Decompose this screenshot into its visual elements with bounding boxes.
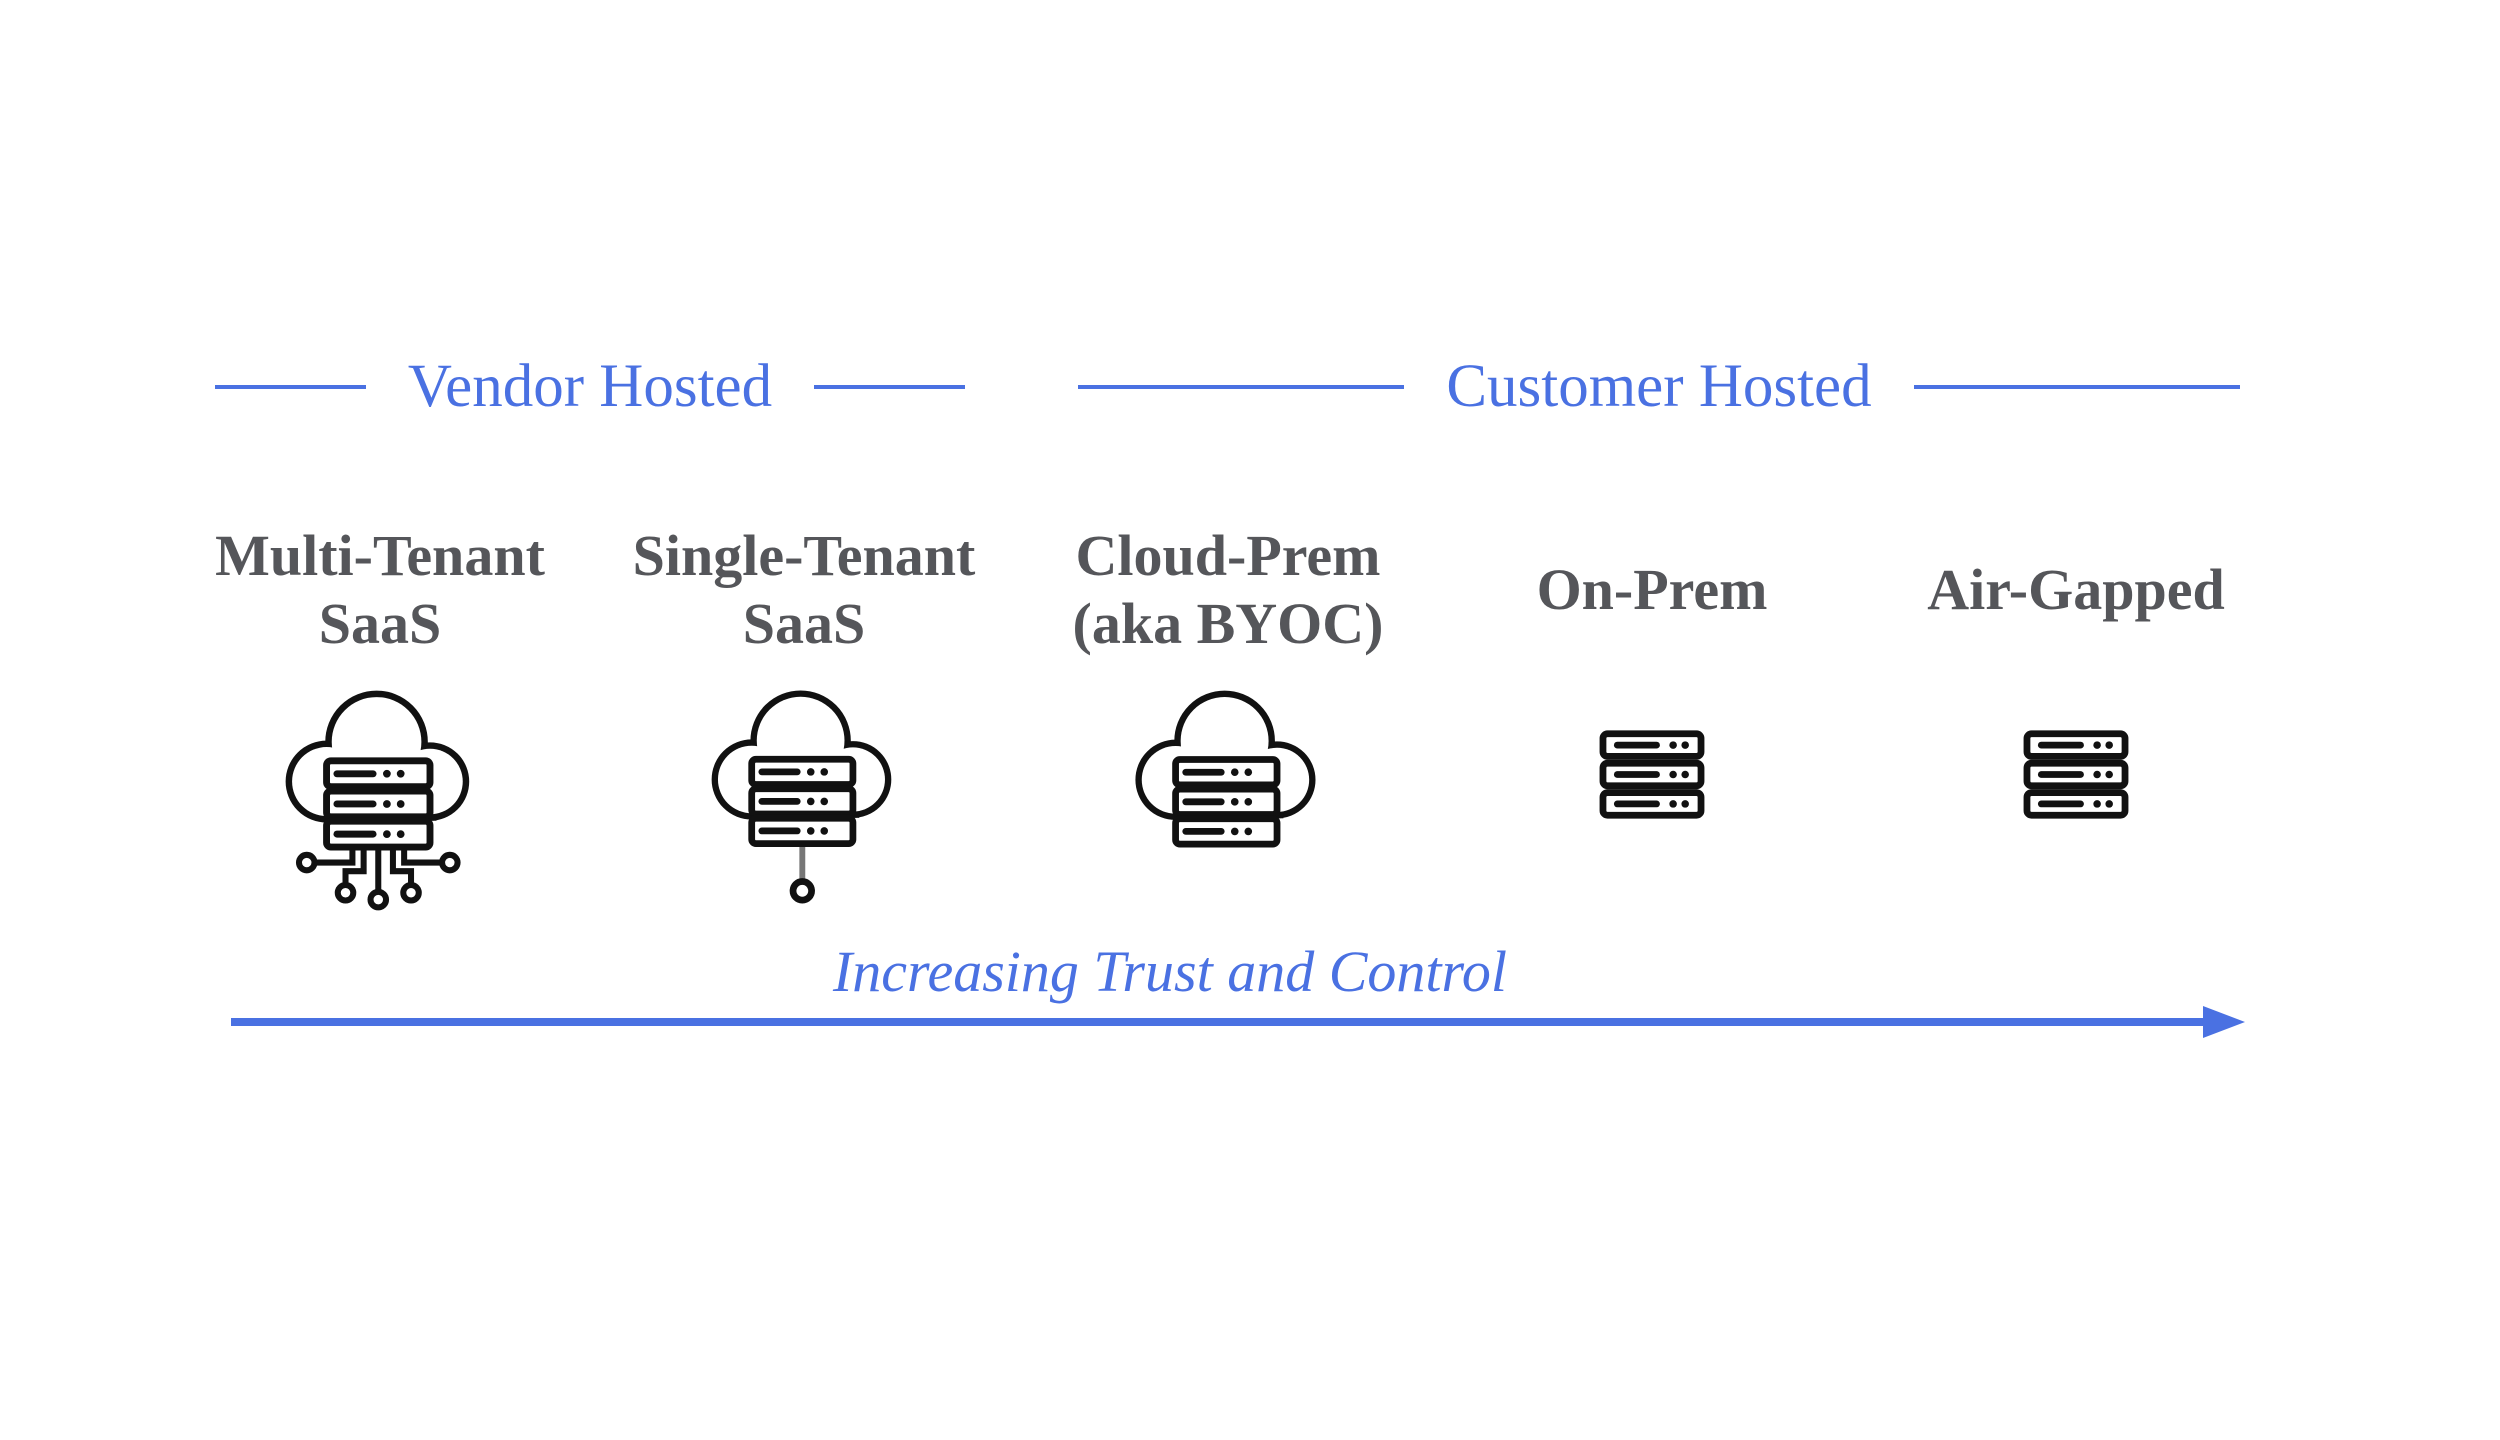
deployment-columns: Multi-Tenant SaaS Single-Tenant SaaS Clo… [168, 515, 2288, 925]
icon-area [1135, 685, 1321, 925]
arrow-line [231, 1018, 2207, 1026]
column-cloud-prem: Cloud-Prem (aka BYOC) [1016, 515, 1440, 925]
arrowhead-icon [2203, 1006, 2245, 1038]
icon-area [711, 685, 897, 925]
column-label: Multi-Tenant SaaS [215, 522, 545, 656]
column-label: Single-Tenant SaaS [632, 522, 976, 656]
column-label: Cloud-Prem (aka BYOC) [1072, 522, 1384, 656]
column-label: Air-Gapped [1927, 556, 2225, 622]
column-label: On-Prem [1536, 556, 1768, 622]
icon-area [2023, 685, 2129, 925]
server-rack-icon [2023, 730, 2129, 819]
customer-hosted-label: Customer Hosted [1446, 353, 1872, 420]
cloud-server-network-icon [285, 685, 475, 916]
cloud-server-node-icon [711, 685, 897, 904]
vendor-hosted-label: Vendor Hosted [407, 353, 773, 420]
server-rack-icon [1599, 730, 1705, 819]
axis-label: Increasing Trust and Control [832, 939, 1508, 1004]
trust-axis-arrow [231, 1006, 2245, 1038]
column-single-tenant-saas: Single-Tenant SaaS [592, 515, 1016, 925]
column-multi-tenant-saas: Multi-Tenant SaaS [168, 515, 592, 925]
cloud-server-icon [1135, 685, 1321, 851]
column-air-gapped: Air-Gapped [1864, 515, 2288, 925]
icon-area [285, 685, 475, 925]
column-on-prem: On-Prem [1440, 515, 1864, 925]
header-line [215, 385, 366, 389]
header-line [1913, 385, 2240, 389]
vendor-hosted-header: Vendor Hosted [215, 352, 965, 422]
customer-hosted-header: Customer Hosted [1078, 352, 2240, 422]
header-line [814, 385, 965, 389]
header-line [1078, 385, 1405, 389]
icon-area [1599, 685, 1705, 925]
